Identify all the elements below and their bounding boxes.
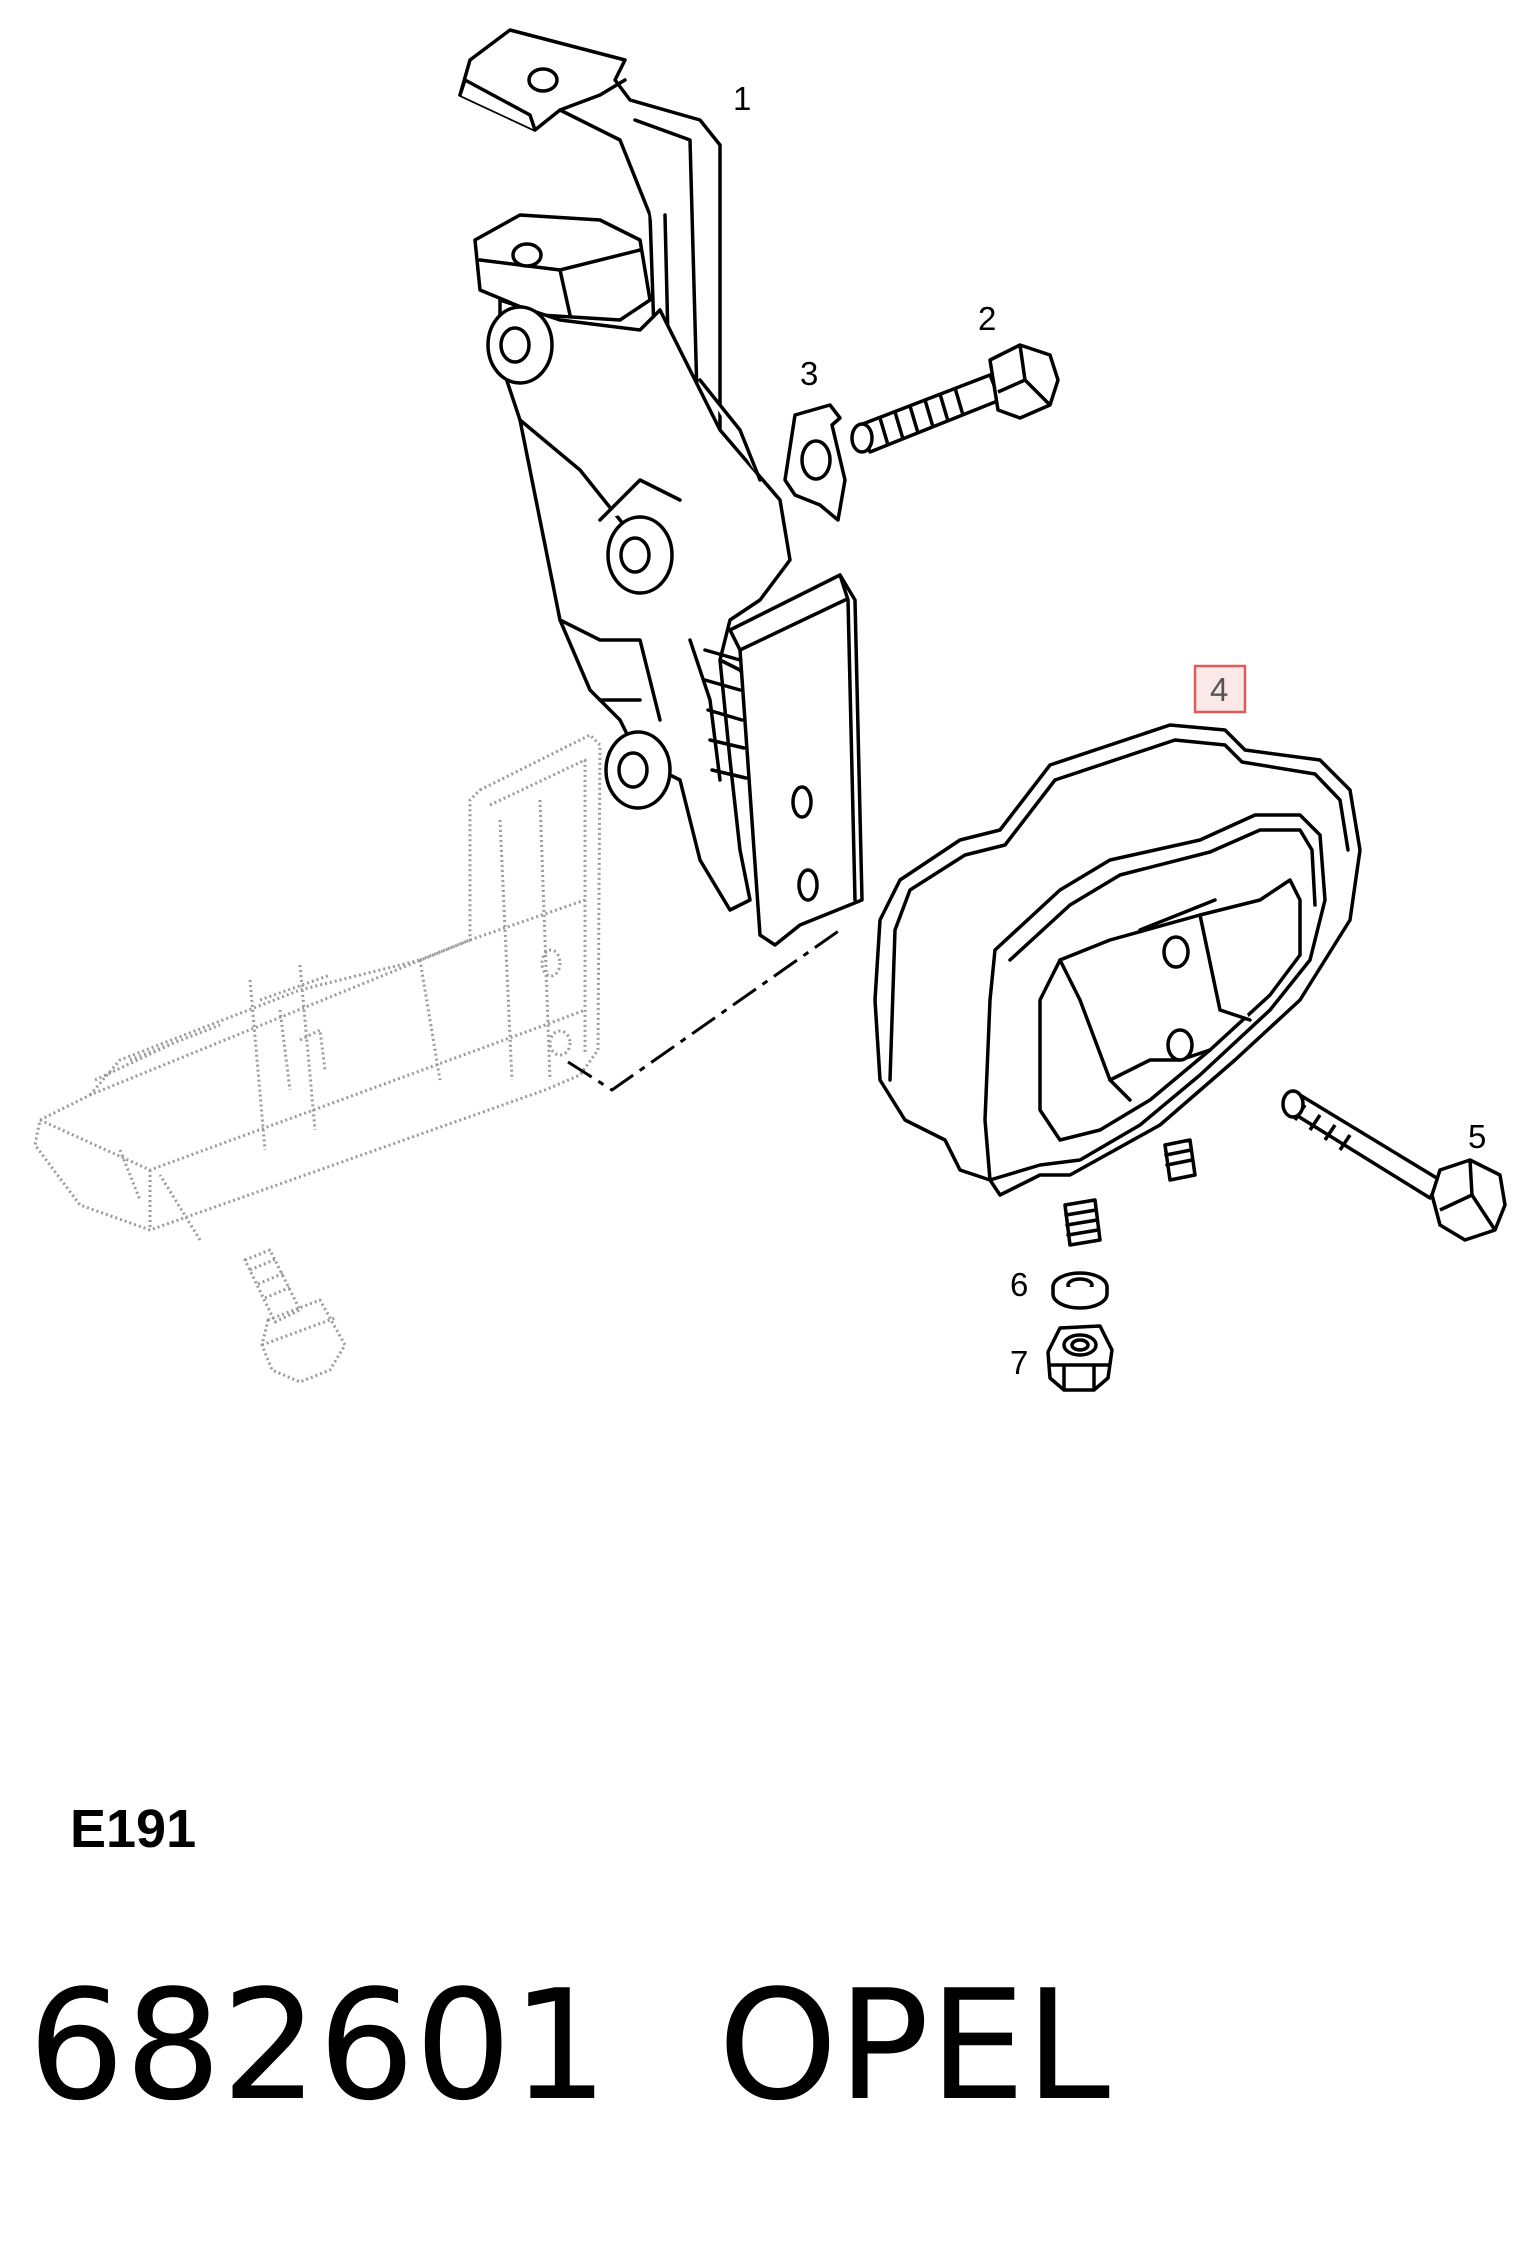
callout-5[interactable]: 5 bbox=[1468, 1118, 1486, 1155]
bolt-short bbox=[1281, 1089, 1507, 1242]
callout-1[interactable]: 1 bbox=[733, 80, 751, 117]
part-number: 682601 bbox=[28, 1957, 609, 2134]
nut bbox=[1046, 1324, 1114, 1392]
alignment-line bbox=[567, 928, 841, 1092]
bolt-long bbox=[850, 343, 1060, 454]
callout-4-highlight-box bbox=[1193, 664, 1247, 714]
callout-2[interactable]: 2 bbox=[978, 300, 996, 337]
washer bbox=[1051, 1271, 1109, 1310]
callout-6[interactable]: 6 bbox=[1010, 1266, 1028, 1303]
lock-plate bbox=[783, 403, 847, 522]
engine-mount bbox=[873, 723, 1362, 1247]
brand-name: OPEL bbox=[718, 1957, 1111, 2134]
callout-4[interactable]: 4 bbox=[1210, 671, 1228, 708]
ghost-crossmember bbox=[33, 733, 602, 1241]
ghost-bolt bbox=[243, 1248, 347, 1384]
callout-3[interactable]: 3 bbox=[800, 355, 818, 392]
engine-bracket bbox=[458, 28, 864, 947]
callout-7[interactable]: 7 bbox=[1010, 1344, 1028, 1381]
diagram-code: E191 bbox=[70, 1799, 197, 1859]
